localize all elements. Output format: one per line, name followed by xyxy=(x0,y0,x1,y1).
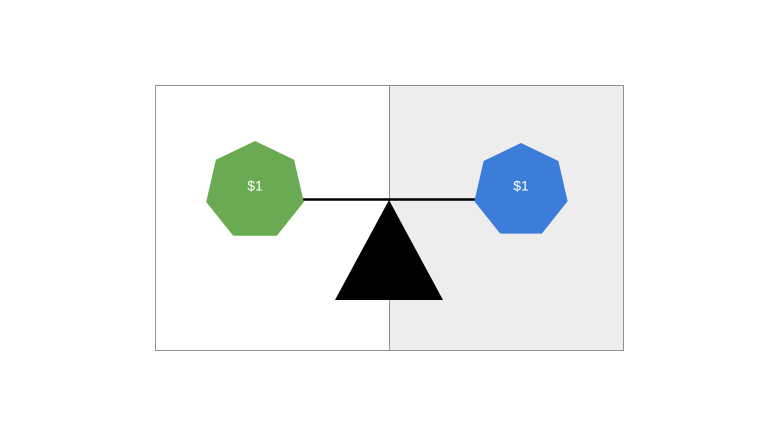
right-weight-group[interactable]: $1 xyxy=(474,143,568,234)
right-weight-heptagon[interactable] xyxy=(474,143,568,234)
fulcrum-triangle xyxy=(335,200,443,300)
left-weight-heptagon[interactable] xyxy=(206,141,304,236)
left-weight-label: $1 xyxy=(247,178,263,194)
left-weight-group[interactable]: $1 xyxy=(206,141,304,236)
right-weight-label: $1 xyxy=(513,178,529,194)
